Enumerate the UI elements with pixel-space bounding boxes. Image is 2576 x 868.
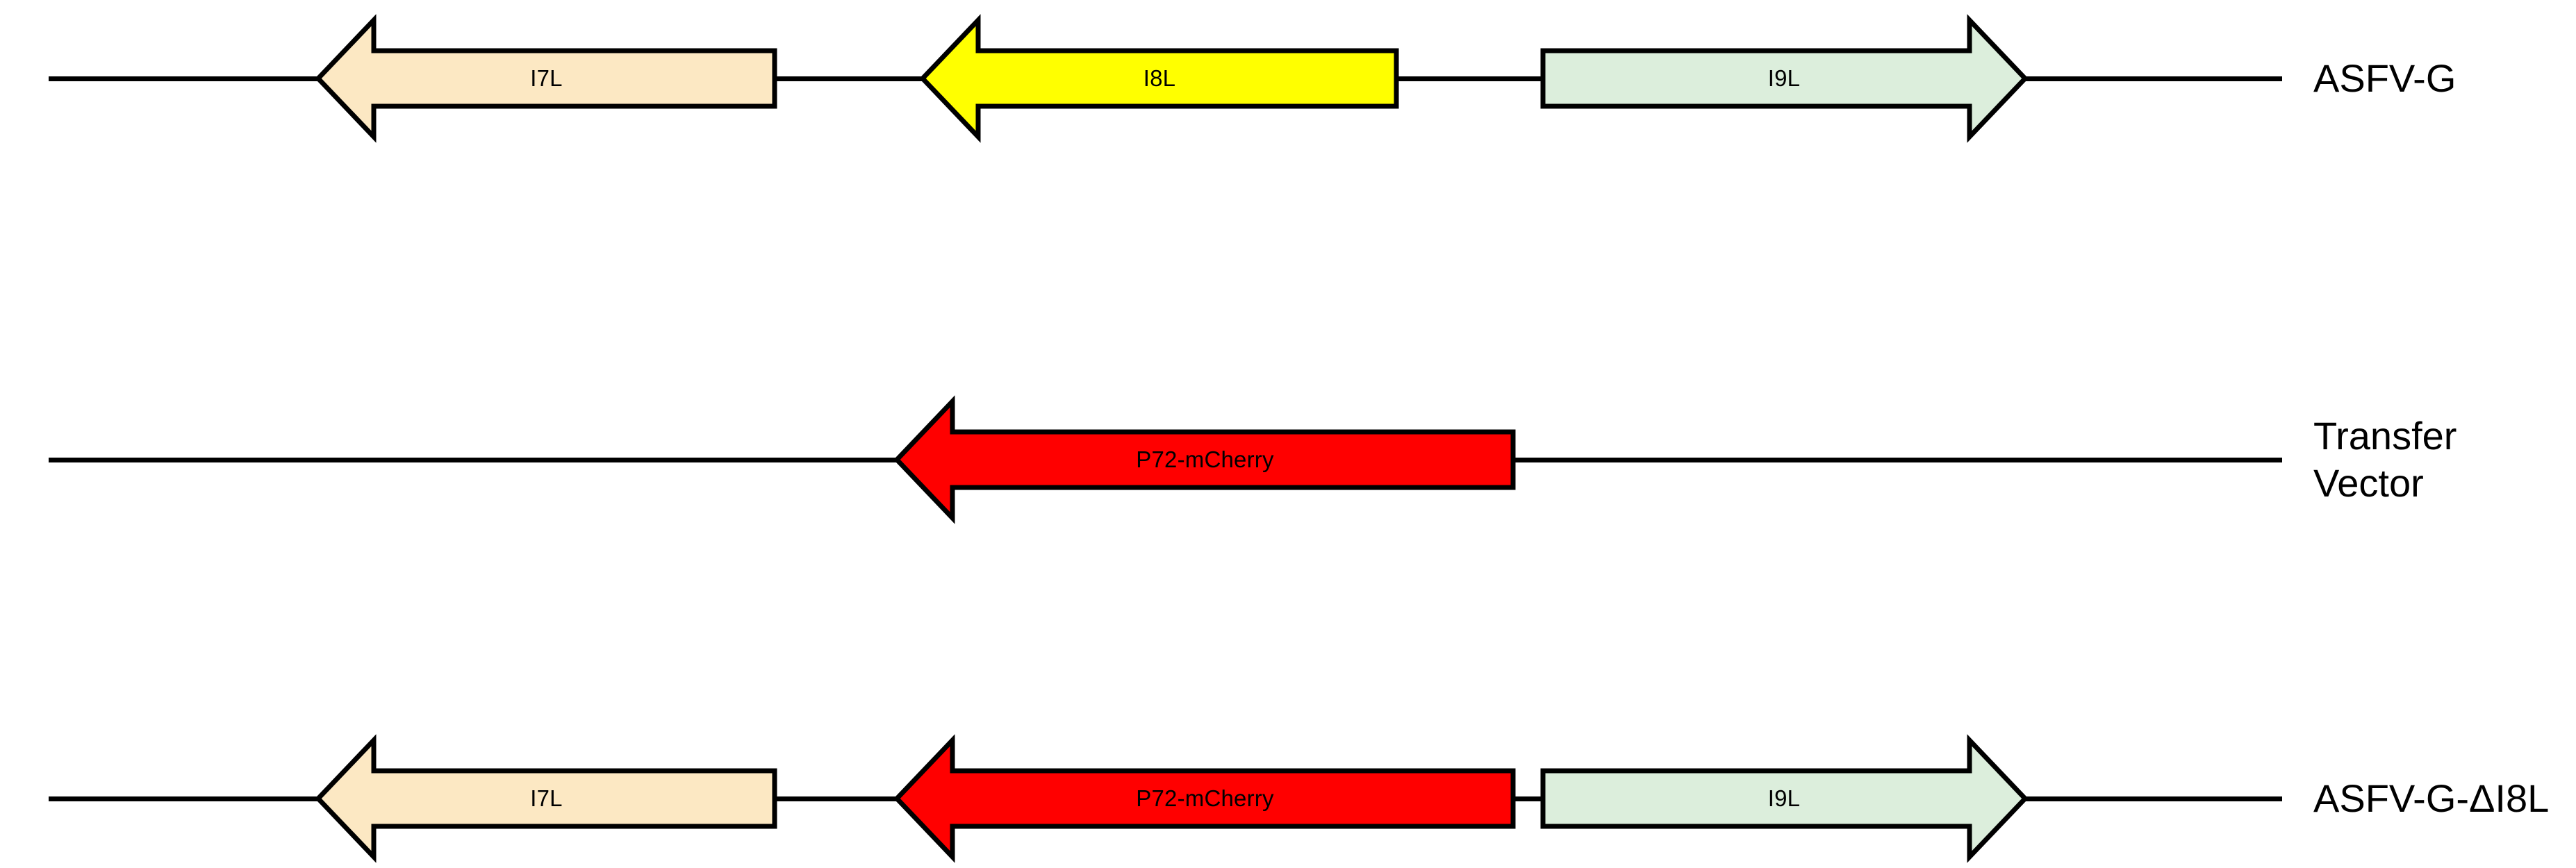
construct-label-line: ASFV-G-ΔI8L [2313, 776, 2550, 820]
gene-arrow-p72-mcherry[interactable]: P72-mCherry [893, 390, 1516, 529]
gene-arrow-shape [893, 734, 1516, 863]
construct-label-line: Vector [2313, 461, 2424, 505]
construct-label-line: Transfer [2313, 413, 2457, 458]
gene-arrow-shape [1540, 14, 2029, 143]
gene-arrow-i9l[interactable]: I9L [1540, 729, 2029, 868]
gene-arrow-i9l[interactable]: I9L [1540, 9, 2029, 148]
gene-arrow-i7l[interactable]: I7L [315, 729, 777, 868]
construct-row-transfer-vector: P72-mCherry Transfer Vector [0, 390, 2576, 529]
construct-label-transfer-vector: Transfer Vector [2313, 390, 2457, 529]
construct-row-asfv-g-delta-i8l: I7L P72-mCherry I9L ASFV-G-ΔI8L [0, 729, 2576, 868]
gene-arrow-p72-mcherry[interactable]: P72-mCherry [893, 729, 1516, 868]
gene-arrow-shape [919, 14, 1399, 143]
gene-arrow-i8l[interactable]: I8L [919, 9, 1399, 148]
construct-label-asfv-g-delta-i8l: ASFV-G-ΔI8L [2313, 729, 2549, 868]
gene-arrow-shape [315, 14, 777, 143]
construct-label-asfv-g: ASFV-G [2313, 9, 2456, 148]
gene-arrow-shape [315, 734, 777, 863]
gene-arrow-i7l[interactable]: I7L [315, 9, 777, 148]
gene-arrow-shape [893, 395, 1516, 524]
construct-label-line: ASFV-G [2313, 56, 2457, 100]
construct-row-asfv-g: I7L I8L I9L ASFV-G [0, 9, 2576, 148]
gene-arrow-shape [1540, 734, 2029, 863]
